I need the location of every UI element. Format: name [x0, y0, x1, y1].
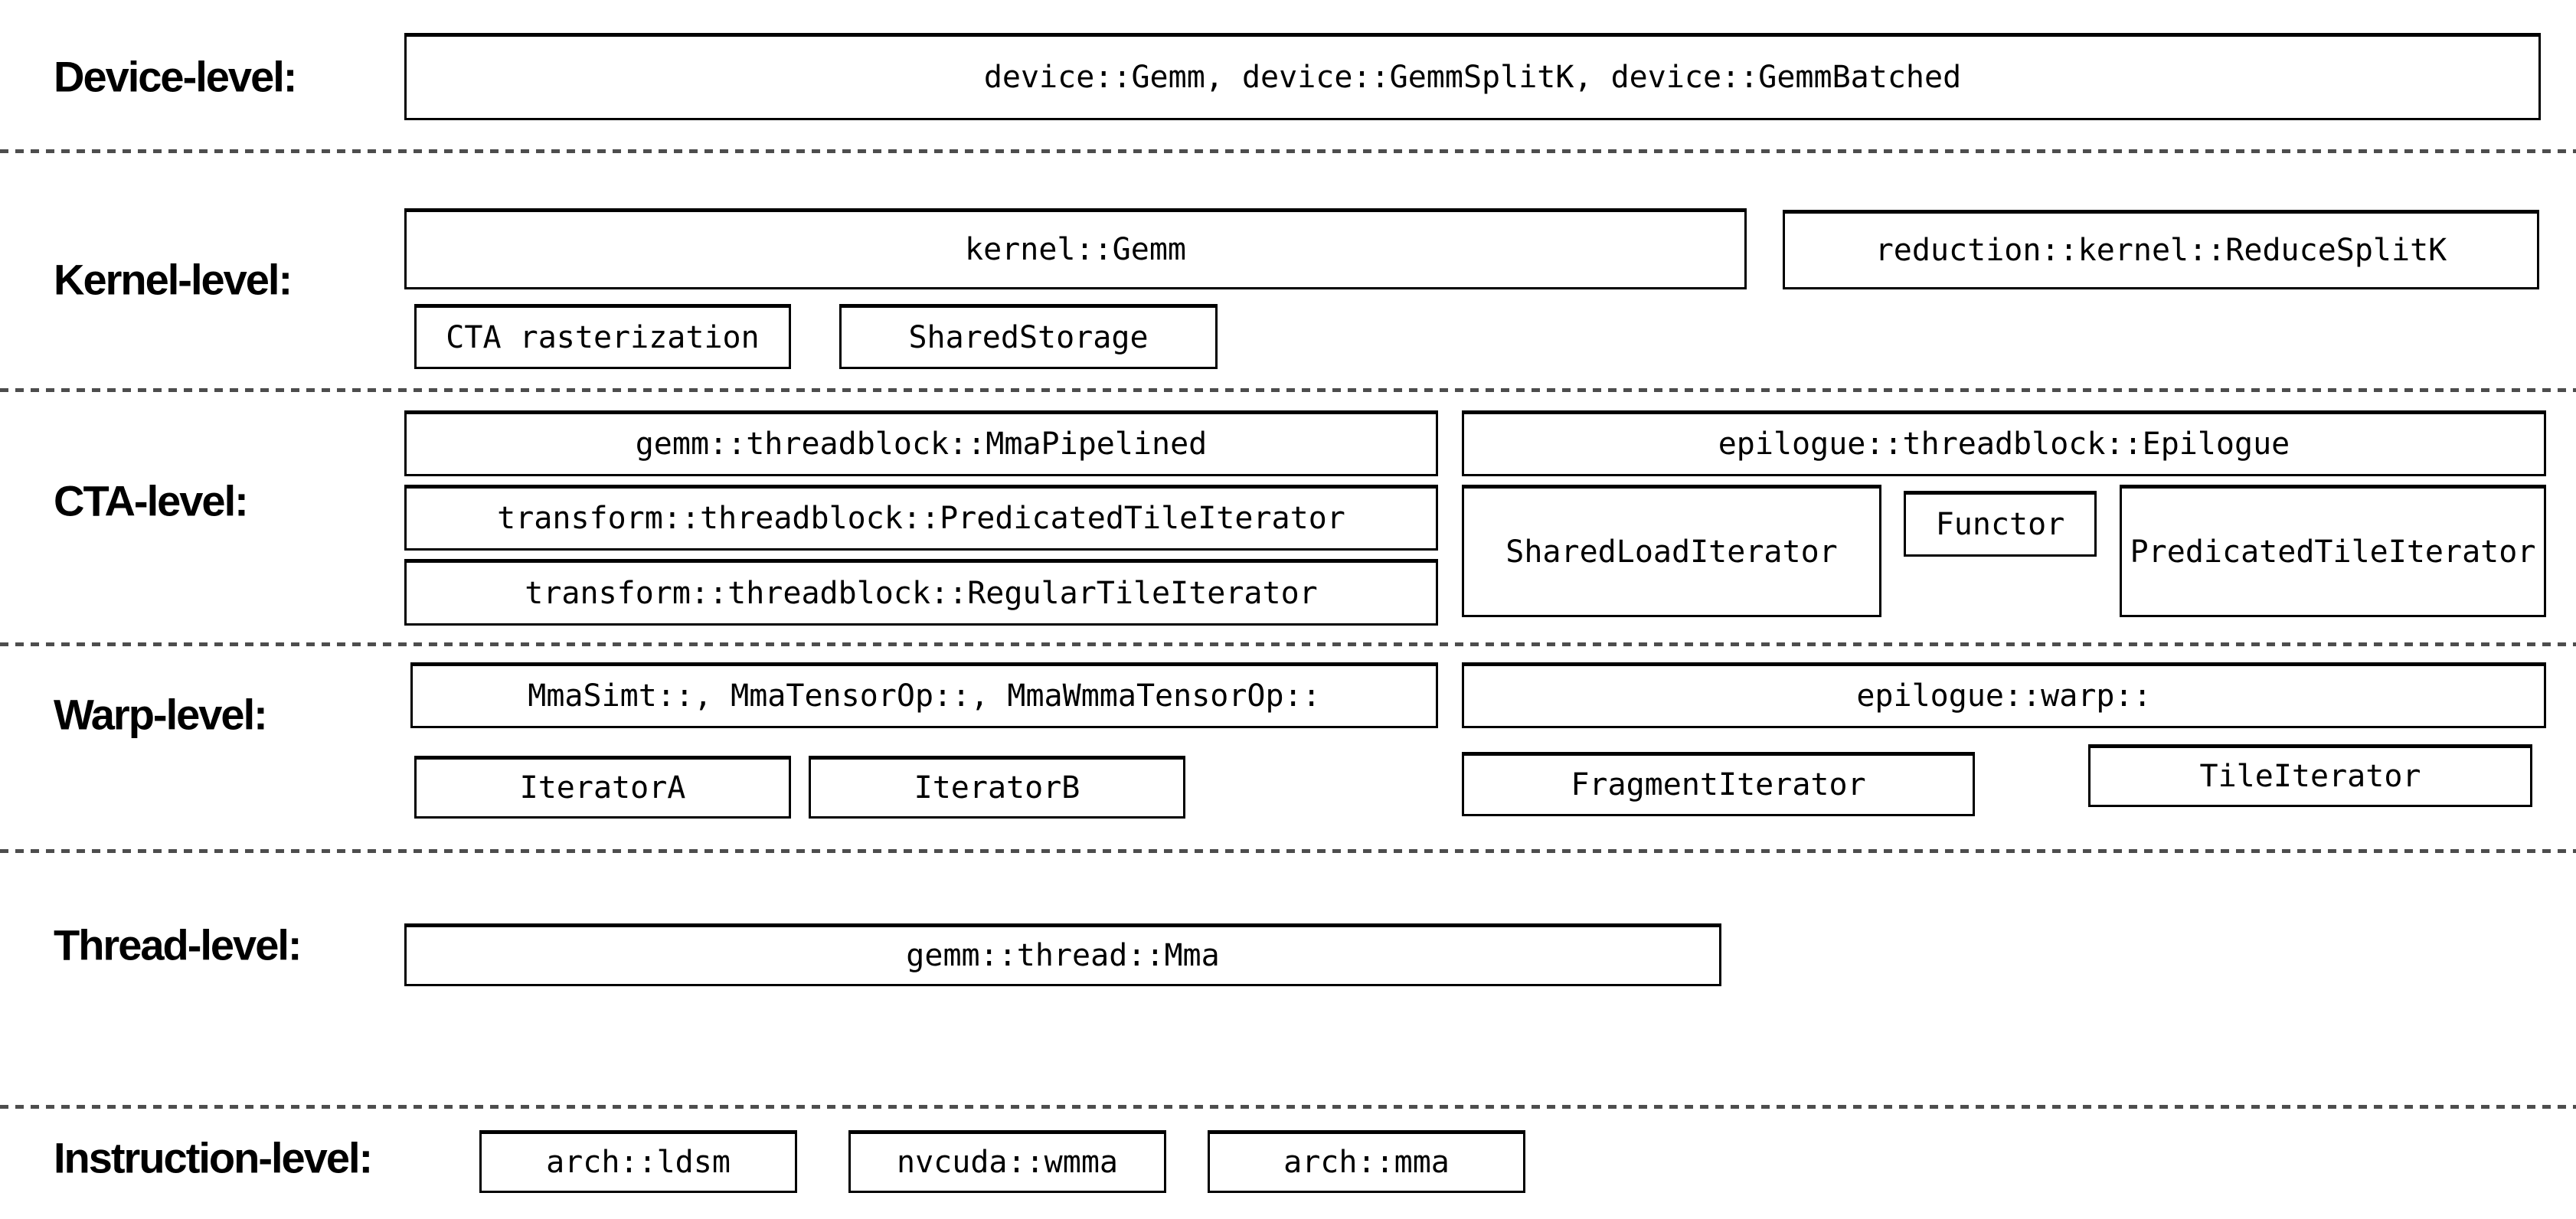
label-device-level: Device-level: — [54, 52, 297, 101]
predicated-tile-iterator-epilogue-box: PredicatedTileIterator — [2120, 485, 2546, 617]
arch-ldsm-box: arch::ldsm — [479, 1130, 797, 1193]
separator-device-kernel — [0, 149, 2576, 153]
fragment-iterator-box: FragmentIterator — [1462, 752, 1975, 816]
label-cta-level: CTA-level: — [54, 476, 249, 525]
tile-iterator-box: TileIterator — [2088, 744, 2532, 807]
kernel-gemm-box: kernel::Gemm — [404, 208, 1747, 289]
warp-mma-variants-box: MmaSimt::, MmaTensorOp::, MmaWmmaTensorO… — [410, 662, 1438, 728]
iterator-b-box: IteratorB — [809, 756, 1185, 819]
separator-cta-warp — [0, 642, 2576, 646]
label-warp-level: Warp-level: — [54, 690, 268, 739]
separator-thread-instruction — [0, 1105, 2576, 1109]
nvcuda-wmma-box: nvcuda::wmma — [848, 1130, 1166, 1193]
iterator-a-box: IteratorA — [414, 756, 791, 819]
label-thread-level: Thread-level: — [54, 920, 302, 969]
shared-load-iterator-box: SharedLoadIterator — [1462, 485, 1881, 617]
arch-mma-box: arch::mma — [1208, 1130, 1525, 1193]
label-instruction-level: Instruction-level: — [54, 1133, 373, 1182]
cta-rasterization-box: CTA rasterization — [414, 304, 791, 369]
shared-storage-box: SharedStorage — [839, 304, 1218, 369]
separator-kernel-cta — [0, 388, 2576, 392]
label-kernel-level: Kernel-level: — [54, 255, 293, 304]
gemm-thread-mma-box: gemm::thread::Mma — [404, 923, 1721, 986]
gemm-threadblock-mma-pipelined-box: gemm::threadblock::MmaPipelined — [404, 410, 1438, 476]
transform-threadblock-predicated-tile-iterator-box: transform::threadblock::PredicatedTileIt… — [404, 485, 1438, 551]
functor-box: Functor — [1904, 491, 2097, 557]
device-gemm-box: device::Gemm, device::GemmSplitK, device… — [404, 33, 2541, 120]
reduction-kernel-reduce-splitk-box: reduction::kernel::ReduceSplitK — [1783, 210, 2539, 289]
epilogue-warp-box: epilogue::warp:: — [1462, 662, 2546, 728]
transform-threadblock-regular-tile-iterator-box: transform::threadblock::RegularTileItera… — [404, 559, 1438, 626]
separator-warp-thread — [0, 849, 2576, 853]
epilogue-threadblock-epilogue-box: epilogue::threadblock::Epilogue — [1462, 410, 2546, 476]
